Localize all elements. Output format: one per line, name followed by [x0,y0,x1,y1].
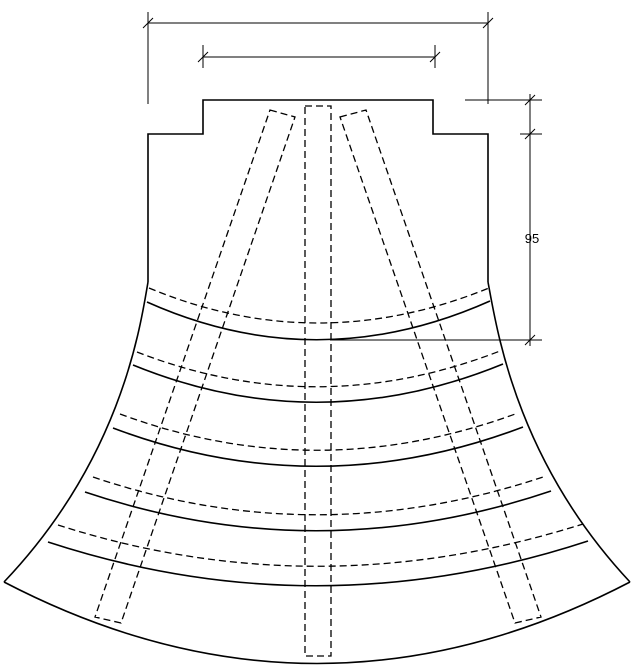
part-outline [3,99,631,665]
dimension-height: 95 [330,94,542,346]
dashed-arc-5 [57,523,584,567]
dashed-bar-left [94,109,296,624]
dashed-arc-1 [148,287,490,324]
dashed-arcs [57,287,584,567]
dashed-bars [94,105,542,657]
dimension-top-width [197,45,441,68]
solid-arc-1 [146,300,491,341]
solid-arc-5 [47,540,589,587]
tick-bottom [524,334,536,346]
dashed-arc-4 [92,475,547,516]
dashed-arc-2 [136,350,501,388]
outline-bottom-arc [3,581,631,665]
tick-shoulder [524,128,536,140]
tick-right-inner [429,51,441,63]
tick-left-inner [197,51,209,63]
solid-arc-4 [84,490,552,532]
tick-left-outer [142,17,154,29]
tick-top [524,94,536,106]
solid-arc-2 [132,363,504,404]
outline-top-profile [147,99,489,282]
solid-arcs [47,300,589,587]
outline-left-flank [3,281,149,583]
dashed-bar-right [339,109,542,624]
dimension-overall-width [142,12,494,104]
outline-right-flank [487,281,631,583]
dashed-arc-3 [119,412,519,451]
dimension-label-95: 95 [525,231,539,246]
solid-arc-3 [112,426,524,467]
tick-right-outer [482,17,494,29]
dashed-bar-center [304,105,332,657]
